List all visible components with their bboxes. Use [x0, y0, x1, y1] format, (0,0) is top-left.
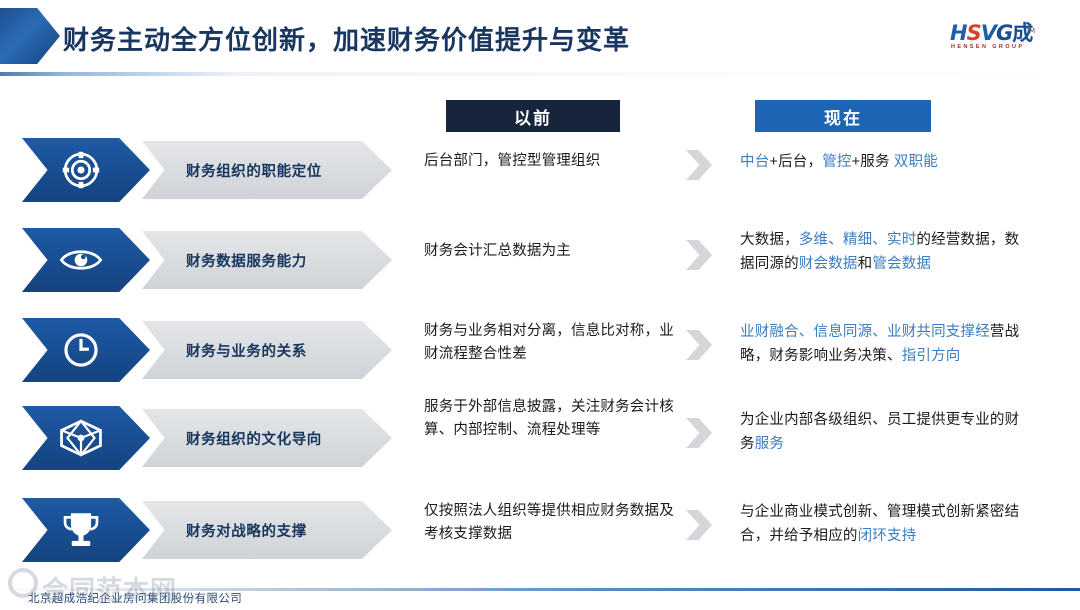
row-icon-chevron	[22, 318, 150, 382]
now-text: 为企业内部各级组织、员工提供更专业的财务服务	[740, 408, 1028, 456]
before-text: 后台部门，管控型管理组织	[424, 153, 601, 169]
slide-header: 财务主动全方位创新，加速财务价值提升与变革	[0, 0, 1080, 78]
logo-cjk-char: 成	[1012, 21, 1033, 45]
column-header-before-label: 以前	[514, 108, 552, 128]
row-label: 财务组织的文化导向	[186, 431, 322, 448]
highlighted-text: 业财融合、信息同源、业财共同支撑经	[740, 324, 990, 340]
row-label: 财务数据服务能力	[186, 253, 307, 270]
header-divider	[0, 72, 1080, 76]
highlighted-text: 管会数据	[872, 256, 932, 272]
footer-divider	[0, 588, 1080, 591]
logo-subtitle: HENSEN GROUP	[951, 44, 1025, 50]
plain-text: 与企业商业模式创新、管理模式创新紧密结合，并给予相应的	[740, 504, 1020, 544]
transition-arrow-icon	[686, 150, 712, 180]
cube-icon	[60, 419, 102, 457]
highlighted-text: 指引方向	[901, 348, 961, 364]
column-header-before: 以前	[446, 100, 620, 132]
transition-arrow-icon	[686, 510, 712, 540]
plain-text: 为企业内部各级组织、员工提供更专业的财务	[740, 412, 1020, 452]
plain-text: 后台，	[778, 154, 823, 170]
row-icon-chevron	[22, 406, 150, 470]
eye-icon	[59, 250, 103, 270]
logo-letter-v: V	[980, 21, 997, 45]
now-text: 业财融合、信息同源、业财共同支撑经营战略，财务影响业务决策、指引方向	[740, 320, 1028, 368]
row-label: 财务组织的职能定位	[186, 163, 322, 180]
clock-icon	[64, 333, 98, 367]
highlighted-text: 双职能	[893, 154, 939, 170]
plain-text: 大数据，	[740, 232, 799, 248]
before-text: 财务与业务相对分离，信息比对称，业财流程整合性差	[424, 323, 674, 362]
row-label: 财务与业务的关系	[186, 343, 307, 360]
row-label-chevron: 财务数据服务能力	[142, 231, 392, 289]
comparison-row: 财务对战略的支撑 仅按照法人组织等提供相应财务数据及考核支撑数据 与企业商业模式…	[0, 492, 1080, 568]
before-text: 仅按照法人组织等提供相应财务数据及考核支撑数据	[424, 503, 674, 542]
row-label: 财务对战略的支撑	[186, 523, 307, 540]
company-logo: HSVG成 TM HENSEN GROUP	[950, 22, 1066, 56]
comparison-row: 财务组织的文化导向 服务于外部信息披露，关注财务会计核算、内部控制、流程处理等 …	[0, 399, 1080, 476]
row-label-chevron: 财务组织的职能定位	[142, 141, 392, 199]
logo-letter-g: G	[995, 21, 1013, 45]
plain-text: 营战略，财务影响业务决策、	[740, 324, 1020, 364]
footer-company: 北京超成浩纪企业房问集团股份有限公司	[28, 593, 243, 605]
comparison-row: 财务数据服务能力 财务会计汇总数据为主 大数据，多维、精细、实时的经营数据，数据…	[0, 222, 1080, 298]
now-text: 与企业商业模式创新、管理模式创新紧密结合，并给予相应的闭环支持	[740, 500, 1028, 548]
logo-letter-s: S	[966, 21, 982, 45]
column-header-now-label: 现在	[824, 108, 862, 128]
row-icon-chevron	[22, 498, 150, 562]
plain-text: 服务	[860, 154, 894, 170]
transition-arrow-icon	[686, 330, 712, 360]
transition-arrow-icon	[686, 418, 712, 448]
highlighted-text: 多维、精细、实时	[798, 232, 917, 248]
row-label-chevron: 财务对战略的支撑	[142, 501, 392, 559]
row-icon-chevron	[22, 138, 150, 202]
logo-letter-h: H	[950, 21, 968, 45]
comparison-row: 财务组织的职能定位 后台部门，管控型管理组织 中台+后台，管控+服务 双职能	[0, 132, 1080, 208]
row-icon-chevron	[22, 228, 150, 292]
gear-target-icon	[62, 151, 100, 189]
highlighted-text: 财会数据	[798, 256, 858, 272]
comparison-row: 财务与业务的关系 财务与业务相对分离，信息比对称，业财流程整合性差 业财融合、信…	[0, 312, 1080, 388]
column-header-now: 现在	[755, 100, 931, 132]
trademark-mark: TM	[1025, 27, 1035, 35]
plain-text: +	[851, 154, 861, 170]
plain-text: +	[769, 154, 779, 170]
trophy-icon	[63, 513, 99, 546]
highlighted-text: 管控	[822, 154, 852, 170]
now-text: 大数据，多维、精细、实时的经营数据，数据同源的财会数据和管会数据	[740, 228, 1028, 276]
highlighted-text: 中台	[740, 154, 770, 170]
before-text: 服务于外部信息披露，关注财务会计核算、内部控制、流程处理等	[424, 399, 674, 438]
chevron-right-icon	[0, 8, 60, 64]
plain-text: 的经营数据，数据同源的	[740, 232, 1020, 272]
highlighted-text: 服务	[754, 436, 785, 452]
row-label-chevron: 财务组织的文化导向	[142, 409, 392, 467]
transition-arrow-icon	[686, 240, 712, 270]
highlighted-text: 闭环支持	[857, 528, 917, 544]
logo-wordmark: HSVG成 TM	[950, 21, 1035, 45]
page-title: 财务主动全方位创新，加速财务价值提升与变革	[63, 26, 631, 56]
row-label-chevron: 财务与业务的关系	[142, 321, 392, 379]
plain-text: 和	[857, 256, 873, 272]
before-text: 财务会计汇总数据为主	[424, 243, 571, 259]
now-text: 中台+后台，管控+服务 双职能	[740, 150, 1028, 174]
